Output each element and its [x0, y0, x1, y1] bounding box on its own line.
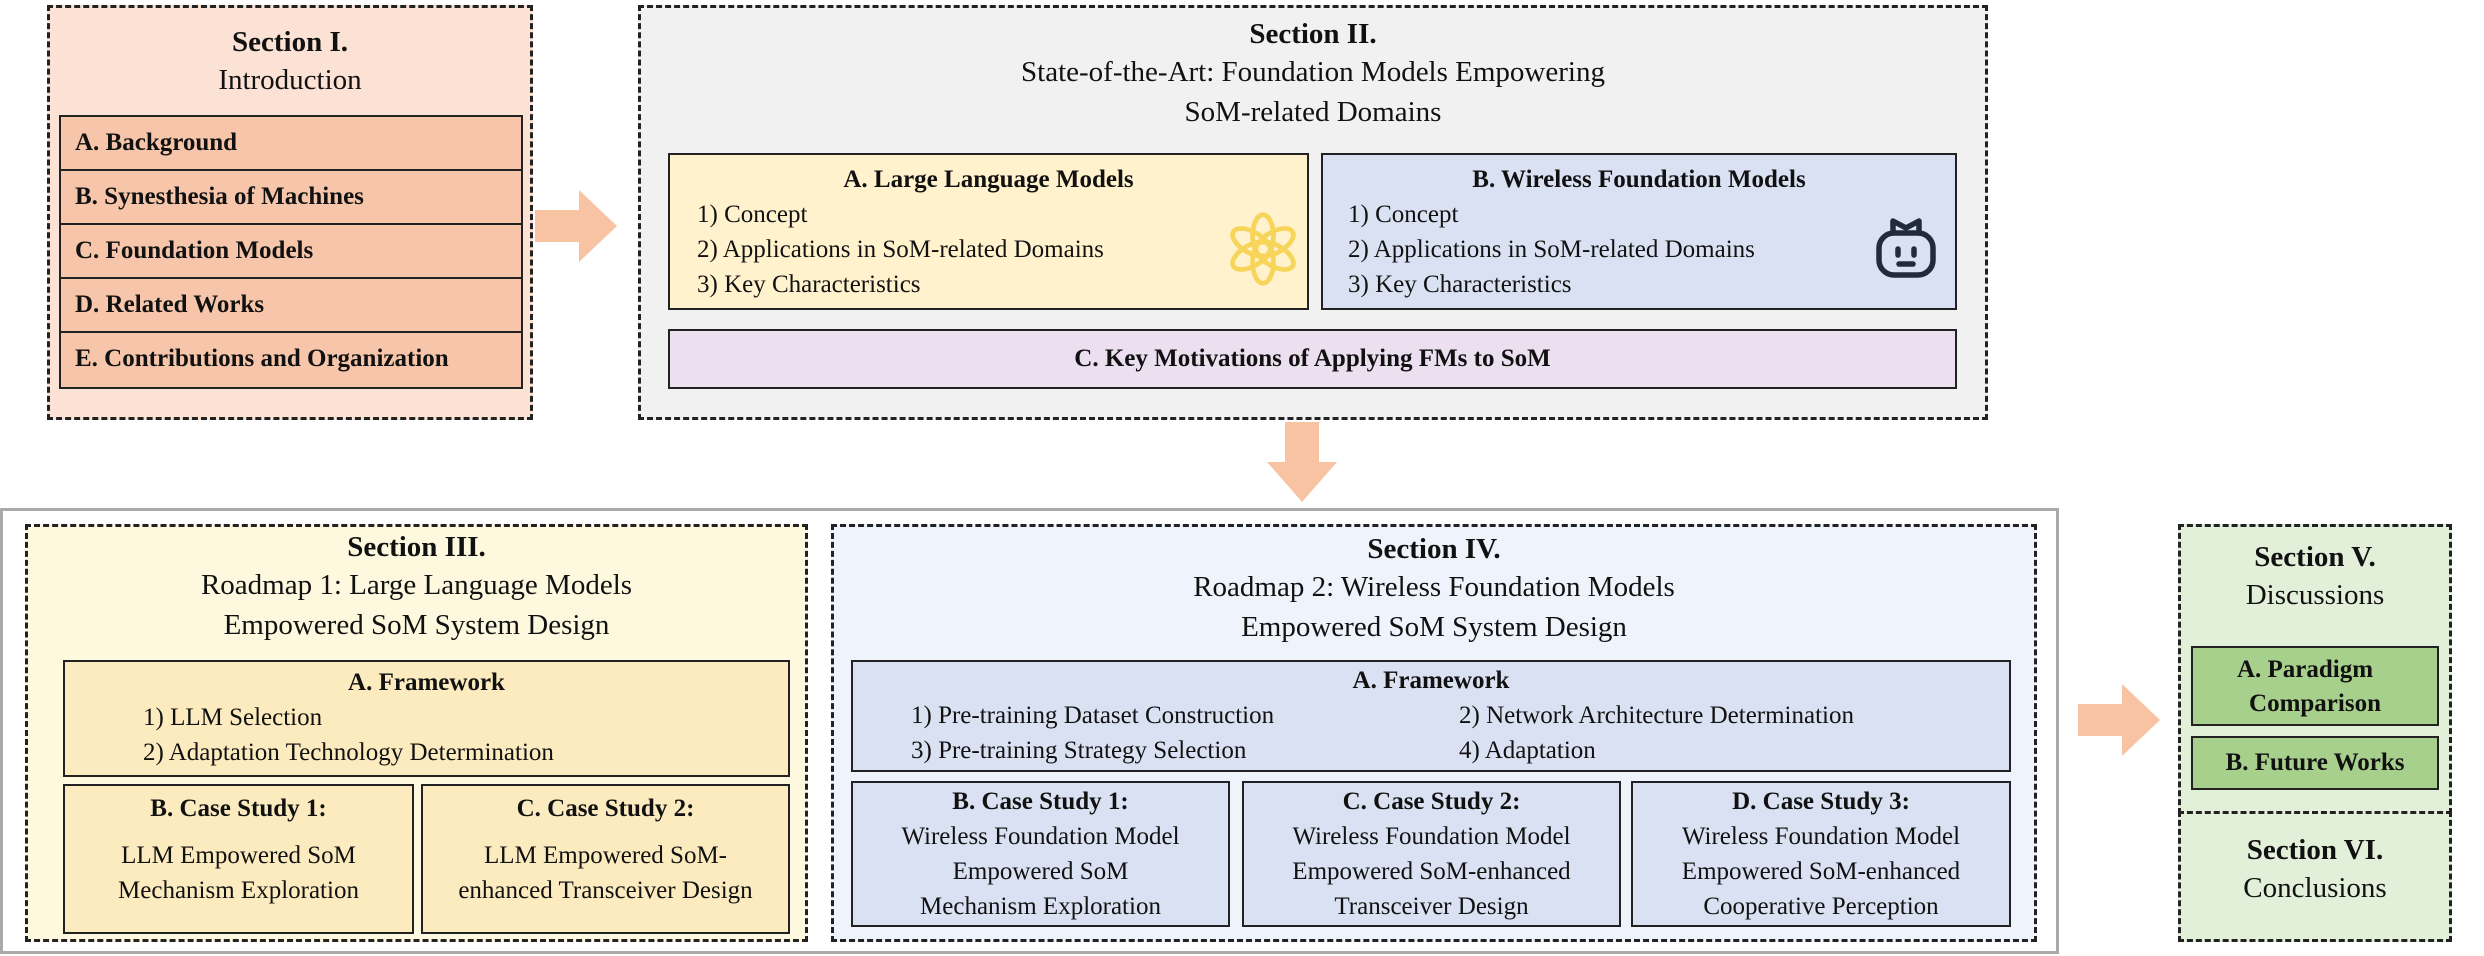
section4-case3-title: D. Case Study 3: [1732, 788, 1910, 815]
section5-item-future-works: B. Future Works [2191, 736, 2439, 790]
section4-case1-title: B. Case Study 1: [952, 788, 1129, 815]
section5-title: Section V. [2254, 541, 2376, 573]
section6-subtitle: Conclusions [2243, 872, 2387, 904]
llm-item-characteristics: 3) Key Characteristics [697, 271, 921, 298]
section1-item-synesthesia: B. Synesthesia of Machines [61, 171, 521, 225]
section4-case1-line1: Wireless Foundation Model [901, 823, 1180, 850]
section3-box: Section III. Roadmap 1: Large Language M… [25, 524, 808, 942]
section6-title: Section VI. [2246, 834, 2384, 866]
section3-subtitle-line1: Roadmap 1: Large Language Models [200, 569, 633, 601]
section4-framework-item-architecture: 2) Network Architecture Determination [1459, 702, 1854, 729]
section3-case2-title: C. Case Study 2: [516, 795, 695, 822]
section4-framework-item-strategy: 3) Pre-training Strategy Selection [911, 737, 1247, 764]
section4-case3-line1: Wireless Foundation Model [1681, 823, 1961, 850]
llm-box: A. Large Language Models 1) Concept 2) A… [668, 153, 1309, 310]
section3-case1-title: B. Case Study 1: [150, 795, 327, 822]
section3-case2-line2: enhanced Transceiver Design [458, 877, 753, 904]
section1-title: Section I. [232, 26, 348, 58]
roadmaps-container [0, 508, 2059, 954]
section2-subtitle-line2: SoM-related Domains [1184, 96, 1442, 128]
section3-framework-item-llm-selection: 1) LLM Selection [143, 704, 323, 731]
section3-title: Section III. [347, 531, 486, 563]
section3-framework-box: A. Framework 1) LLM Selection 2) Adaptat… [63, 660, 790, 777]
section5-item-paradigm: A. Paradigm Comparison [2191, 646, 2439, 726]
section1-item-related-works: D. Related Works [61, 279, 521, 333]
section6-box: Section VI. Conclusions [2178, 811, 2452, 942]
section3-case1-box: B. Case Study 1: LLM Empowered SoM Mecha… [63, 784, 414, 934]
section4-case3-box: D. Case Study 3: Wireless Foundation Mod… [1631, 781, 2011, 927]
section3-case2-box: C. Case Study 2: LLM Empowered SoM- enha… [421, 784, 790, 934]
section5-subtitle: Discussions [2245, 579, 2385, 611]
llm-item-concept: 1) Concept [697, 201, 808, 228]
section3-case1-line1: LLM Empowered SoM [121, 842, 356, 869]
section4-framework-title: A. Framework [1352, 667, 1510, 694]
section3-framework-item-adaptation: 2) Adaptation Technology Determination [143, 739, 554, 766]
section4-case2-box: C. Case Study 2: Wireless Foundation Mod… [1242, 781, 1621, 927]
section1-item-contributions: E. Contributions and Organization [75, 345, 449, 372]
section4-case1-box: B. Case Study 1: Wireless Foundation Mod… [851, 781, 1230, 927]
section4-case2-line3: Transceiver Design [1334, 893, 1529, 920]
section2-title: Section II. [1249, 18, 1377, 50]
section4-framework-box: A. Framework 1) Pre-training Dataset Con… [851, 660, 2011, 772]
openai-logo-icon [1230, 212, 1296, 286]
section4-title: Section IV. [1367, 533, 1501, 565]
llm-item-applications: 2) Applications in SoM-related Domains [697, 236, 1104, 263]
section4-subtitle-line1: Roadmap 2: Wireless Foundation Models [1193, 571, 1675, 603]
wfm-item-applications: 2) Applications in SoM-related Domains [1348, 236, 1755, 263]
wfm-box: B. Wireless Foundation Models 1) Concept… [1321, 153, 1957, 310]
section4-box: Section IV. Roadmap 2: Wireless Foundati… [831, 524, 2037, 942]
section3-subtitle-line2: Empowered SoM System Design [223, 609, 610, 641]
section4-case3-line3: Cooperative Perception [1703, 893, 1939, 920]
section4-case2-line1: Wireless Foundation Model [1292, 823, 1571, 850]
section3-case1-line2: Mechanism Exploration [118, 877, 359, 904]
section4-case1-line3: Mechanism Exploration [920, 893, 1161, 920]
wfm-box-title: B. Wireless Foundation Models [1472, 166, 1806, 193]
wfm-item-concept: 1) Concept [1348, 201, 1459, 228]
arrow-right-2 [2078, 684, 2160, 756]
section2-box: Section II. State-of-the-Art: Foundation… [638, 5, 1988, 420]
section4-case2-title: C. Case Study 2: [1342, 788, 1521, 815]
motivation-text: C. Key Motivations of Applying FMs to So… [1074, 345, 1551, 372]
section5-box: Section V. Discussions A. Paradigm Compa… [2178, 524, 2452, 814]
robot-icon [1876, 218, 1936, 278]
section1-list: A. Background B. Synesthesia of Machines… [59, 115, 523, 389]
section1-item-background: A. Background [61, 117, 521, 171]
section1-item-foundation-models: C. Foundation Models [61, 225, 521, 279]
section3-case2-line1: LLM Empowered SoM- [483, 842, 728, 869]
arrow-right-1 [535, 190, 617, 262]
section3-framework-title: A. Framework [348, 669, 505, 696]
section4-framework-item-dataset: 1) Pre-training Dataset Construction [911, 702, 1275, 729]
llm-box-title: A. Large Language Models [843, 166, 1134, 193]
section5-item-future-works-text: B. Future Works [2225, 749, 2405, 776]
section4-framework-item-adaptation: 4) Adaptation [1459, 737, 1596, 764]
section4-case2-line2: Empowered SoM-enhanced [1292, 858, 1571, 885]
section1-subtitle: Introduction [218, 64, 362, 96]
section1-box: Section I. Introduction A. Background B.… [47, 5, 533, 420]
section4-case3-line2: Empowered SoM-enhanced [1681, 858, 1961, 885]
section4-case1-line2: Empowered SoM [952, 858, 1129, 885]
section4-subtitle-line2: Empowered SoM System Design [1241, 611, 1627, 643]
motivation-box: C. Key Motivations of Applying FMs to So… [668, 329, 1957, 389]
wfm-item-characteristics: 3) Key Characteristics [1348, 271, 1572, 298]
section5-item-paradigm-line1: A. Paradigm [2236, 656, 2374, 683]
arrow-down [1267, 422, 1337, 502]
section2-subtitle-line1: State-of-the-Art: Foundation Models Empo… [1021, 56, 1605, 88]
section5-item-paradigm-line2: Comparison [2249, 690, 2381, 717]
